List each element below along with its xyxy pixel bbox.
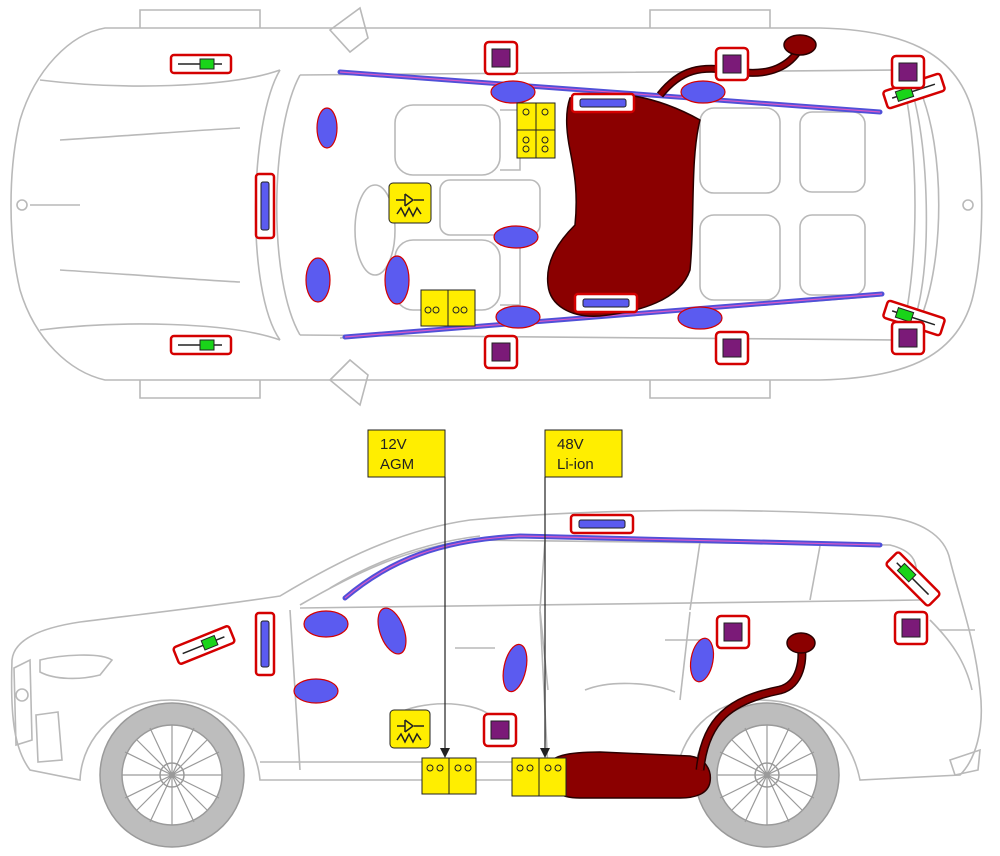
airbag-icon bbox=[384, 255, 410, 305]
sensor-group-top bbox=[169, 53, 946, 356]
battery-48v-li-ion-icon bbox=[511, 757, 567, 797]
control-unit-icon bbox=[482, 712, 518, 748]
airbag-icon bbox=[689, 637, 715, 683]
callout-12v-line1: 12V bbox=[380, 436, 407, 453]
airbag-icon bbox=[293, 678, 339, 704]
gas-generator-icon bbox=[569, 513, 635, 535]
control-unit-icon bbox=[890, 320, 926, 356]
control-unit-icon bbox=[714, 330, 750, 366]
control-unit-icon bbox=[890, 54, 926, 90]
callout-48v-li-ion: 48V Li-ion bbox=[540, 429, 623, 758]
control-unit-icon bbox=[483, 40, 519, 76]
airbag-icon bbox=[493, 225, 539, 249]
control-unit-icon bbox=[893, 610, 929, 646]
high-strength-spring-icon bbox=[389, 709, 431, 749]
exhaust-system bbox=[546, 92, 701, 317]
exhaust-muffler bbox=[783, 34, 817, 56]
wheel-rear bbox=[694, 702, 840, 848]
high-strength-spring-icon bbox=[388, 182, 432, 224]
airbag-icon bbox=[502, 643, 528, 693]
airbag-icon bbox=[680, 80, 726, 104]
control-unit-icon bbox=[483, 334, 519, 370]
airbag-icon bbox=[490, 80, 536, 104]
control-unit-icon bbox=[715, 614, 751, 650]
airbag-icon bbox=[677, 306, 723, 330]
exhaust-muffler bbox=[786, 632, 816, 654]
airbag-icon bbox=[305, 257, 331, 303]
curtain-airbag-line bbox=[337, 69, 885, 340]
airbag-group-top bbox=[305, 80, 726, 330]
airbag-icon bbox=[377, 607, 407, 655]
battery-12v-agm-icon bbox=[421, 757, 477, 795]
seatbelt-pretensioner-icon bbox=[172, 625, 236, 665]
battery-12v-agm-icon bbox=[420, 289, 476, 327]
control-unit-group-top bbox=[483, 40, 926, 370]
seatbelt-pretensioner-icon bbox=[169, 334, 233, 356]
airbag-icon bbox=[303, 610, 349, 638]
callout-12v-line2: AGM bbox=[380, 456, 414, 473]
seatbelt-pretensioner-icon bbox=[882, 72, 946, 110]
seatbelt-pretensioner-icon bbox=[885, 551, 941, 607]
gas-generator-icon bbox=[254, 172, 276, 240]
airbag-group-side bbox=[293, 607, 715, 704]
gas-generator-icon bbox=[570, 92, 636, 114]
curtain-airbag-line bbox=[342, 533, 883, 601]
callout-48v-line1: 48V bbox=[557, 436, 584, 453]
wheel-front bbox=[99, 702, 245, 848]
gas-generator-icon bbox=[254, 611, 276, 677]
gas-generator-icon bbox=[573, 292, 639, 314]
callout-12v-agm: 12V AGM bbox=[367, 429, 450, 758]
callout-48v-line2: Li-ion bbox=[557, 456, 594, 473]
control-unit-icon bbox=[714, 46, 750, 82]
battery-48v-li-ion-icon bbox=[516, 102, 556, 159]
seatbelt-pretensioner-icon bbox=[169, 53, 233, 75]
gas-generator-group-top bbox=[254, 92, 639, 314]
airbag-icon bbox=[316, 107, 338, 149]
exhaust-system bbox=[544, 751, 712, 799]
airbag-icon bbox=[495, 305, 541, 329]
